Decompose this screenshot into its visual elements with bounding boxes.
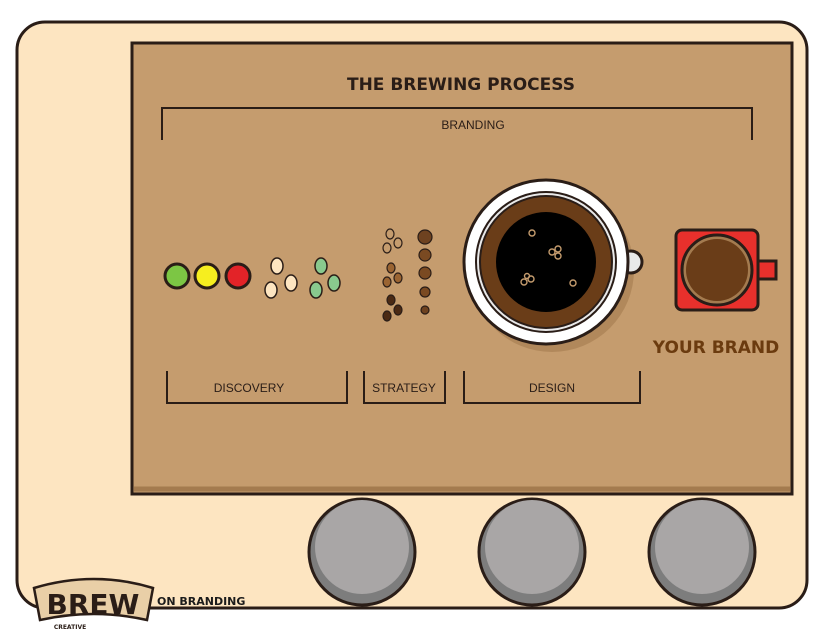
roasting-beans-icon xyxy=(382,228,403,322)
indicator-lights xyxy=(163,262,252,290)
brew-creative-logo: BREW CREATIVE xyxy=(32,577,155,631)
branding-bracket xyxy=(161,107,753,140)
design-bracket xyxy=(463,371,641,404)
your-brand-mug-icon xyxy=(674,228,778,312)
coffee-cup-icon xyxy=(462,178,644,352)
knob-2[interactable] xyxy=(477,497,587,607)
roasted-beans-column-icon xyxy=(417,229,433,315)
footer-tagline: ON BRANDING xyxy=(157,595,245,608)
raw-beans-icon xyxy=(264,257,298,299)
discovery-bracket xyxy=(166,371,348,404)
green-light xyxy=(163,262,191,290)
green-beans-icon xyxy=(309,257,341,299)
diagram-title: THE BREWING PROCESS xyxy=(347,75,575,95)
red-light xyxy=(224,262,252,290)
strategy-label: STRATEGY xyxy=(372,381,436,395)
knob-1[interactable] xyxy=(307,497,417,607)
logo-subtext: CREATIVE xyxy=(54,624,86,631)
discovery-label: DISCOVERY xyxy=(214,381,284,395)
yellow-light xyxy=(193,262,221,290)
branding-label: BRANDING xyxy=(441,118,504,132)
design-label: DESIGN xyxy=(529,381,575,395)
knob-3[interactable] xyxy=(647,497,757,607)
your-brand-label: YOUR BRAND xyxy=(652,338,780,358)
logo-text: BREW xyxy=(47,588,140,621)
strategy-bracket xyxy=(363,371,446,404)
